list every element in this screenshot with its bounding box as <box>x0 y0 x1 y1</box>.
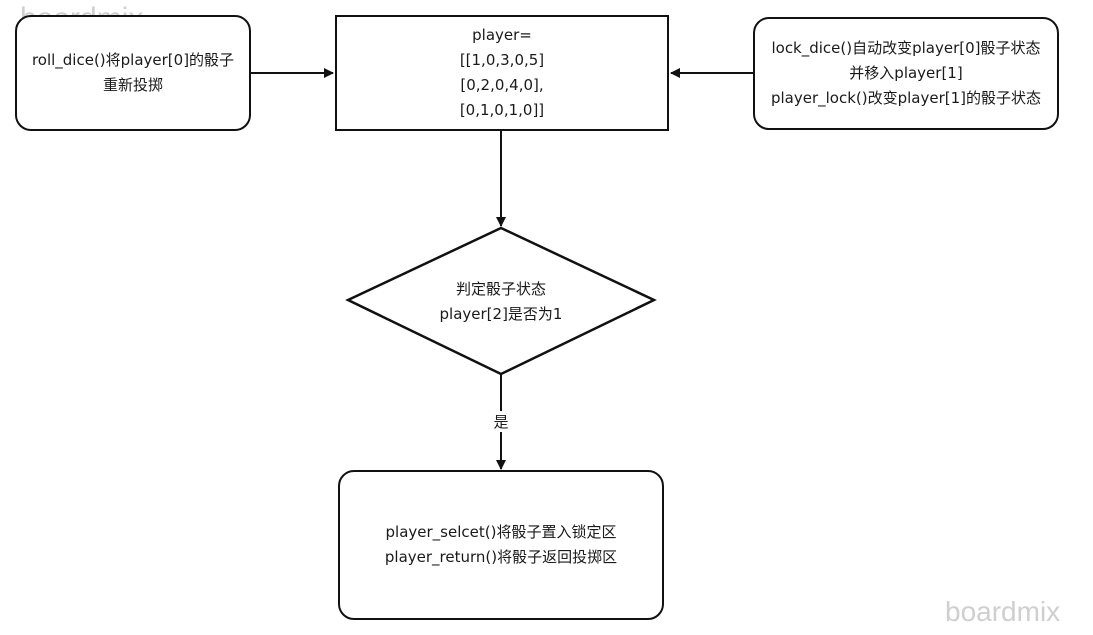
decision-line-2: player[2]是否为1 <box>439 305 563 323</box>
decision-line-1: 判定骰子状态 <box>455 280 546 298</box>
player-line-1: player= <box>472 26 532 44</box>
decision-node: 判定骰子状态 player[2]是否为1 <box>348 277 654 327</box>
player-line-4: [0,1,0,1,0]] <box>459 101 545 119</box>
select-return-node: player_selcet()将骰子置入锁定区 player_return()将… <box>338 470 664 620</box>
player-line-3: [0,2,0,4,0], <box>460 76 544 94</box>
select-return-line-2: player_return()将骰子返回投掷区 <box>384 548 618 566</box>
lock-dice-line-1: lock_dice()自动改变player[0]骰子状态 <box>771 39 1041 57</box>
lock-dice-node: lock_dice()自动改变player[0]骰子状态 并移入player[1… <box>753 17 1059 130</box>
roll-dice-line-2: 重新投掷 <box>102 76 163 94</box>
edge-label-yes: 是 <box>480 411 522 432</box>
roll-dice-line-1: roll_dice()将player[0]的骰子 <box>31 51 235 69</box>
select-return-line-1: player_selcet()将骰子置入锁定区 <box>385 523 617 541</box>
watermark-bottom-right: boardmix <box>945 596 1061 627</box>
lock-dice-line-3: player_lock()改变player[1]的骰子状态 <box>770 89 1042 107</box>
decision-diamond <box>345 226 657 376</box>
lock-dice-line-2: 并移入player[1] <box>849 64 963 82</box>
player-node: player= [[1,0,3,0,5] [0,2,0,4,0], [0,1,0… <box>335 15 669 131</box>
roll-dice-node: roll_dice()将player[0]的骰子 重新投掷 <box>15 15 251 131</box>
player-line-2: [[1,0,3,0,5] <box>459 51 545 69</box>
